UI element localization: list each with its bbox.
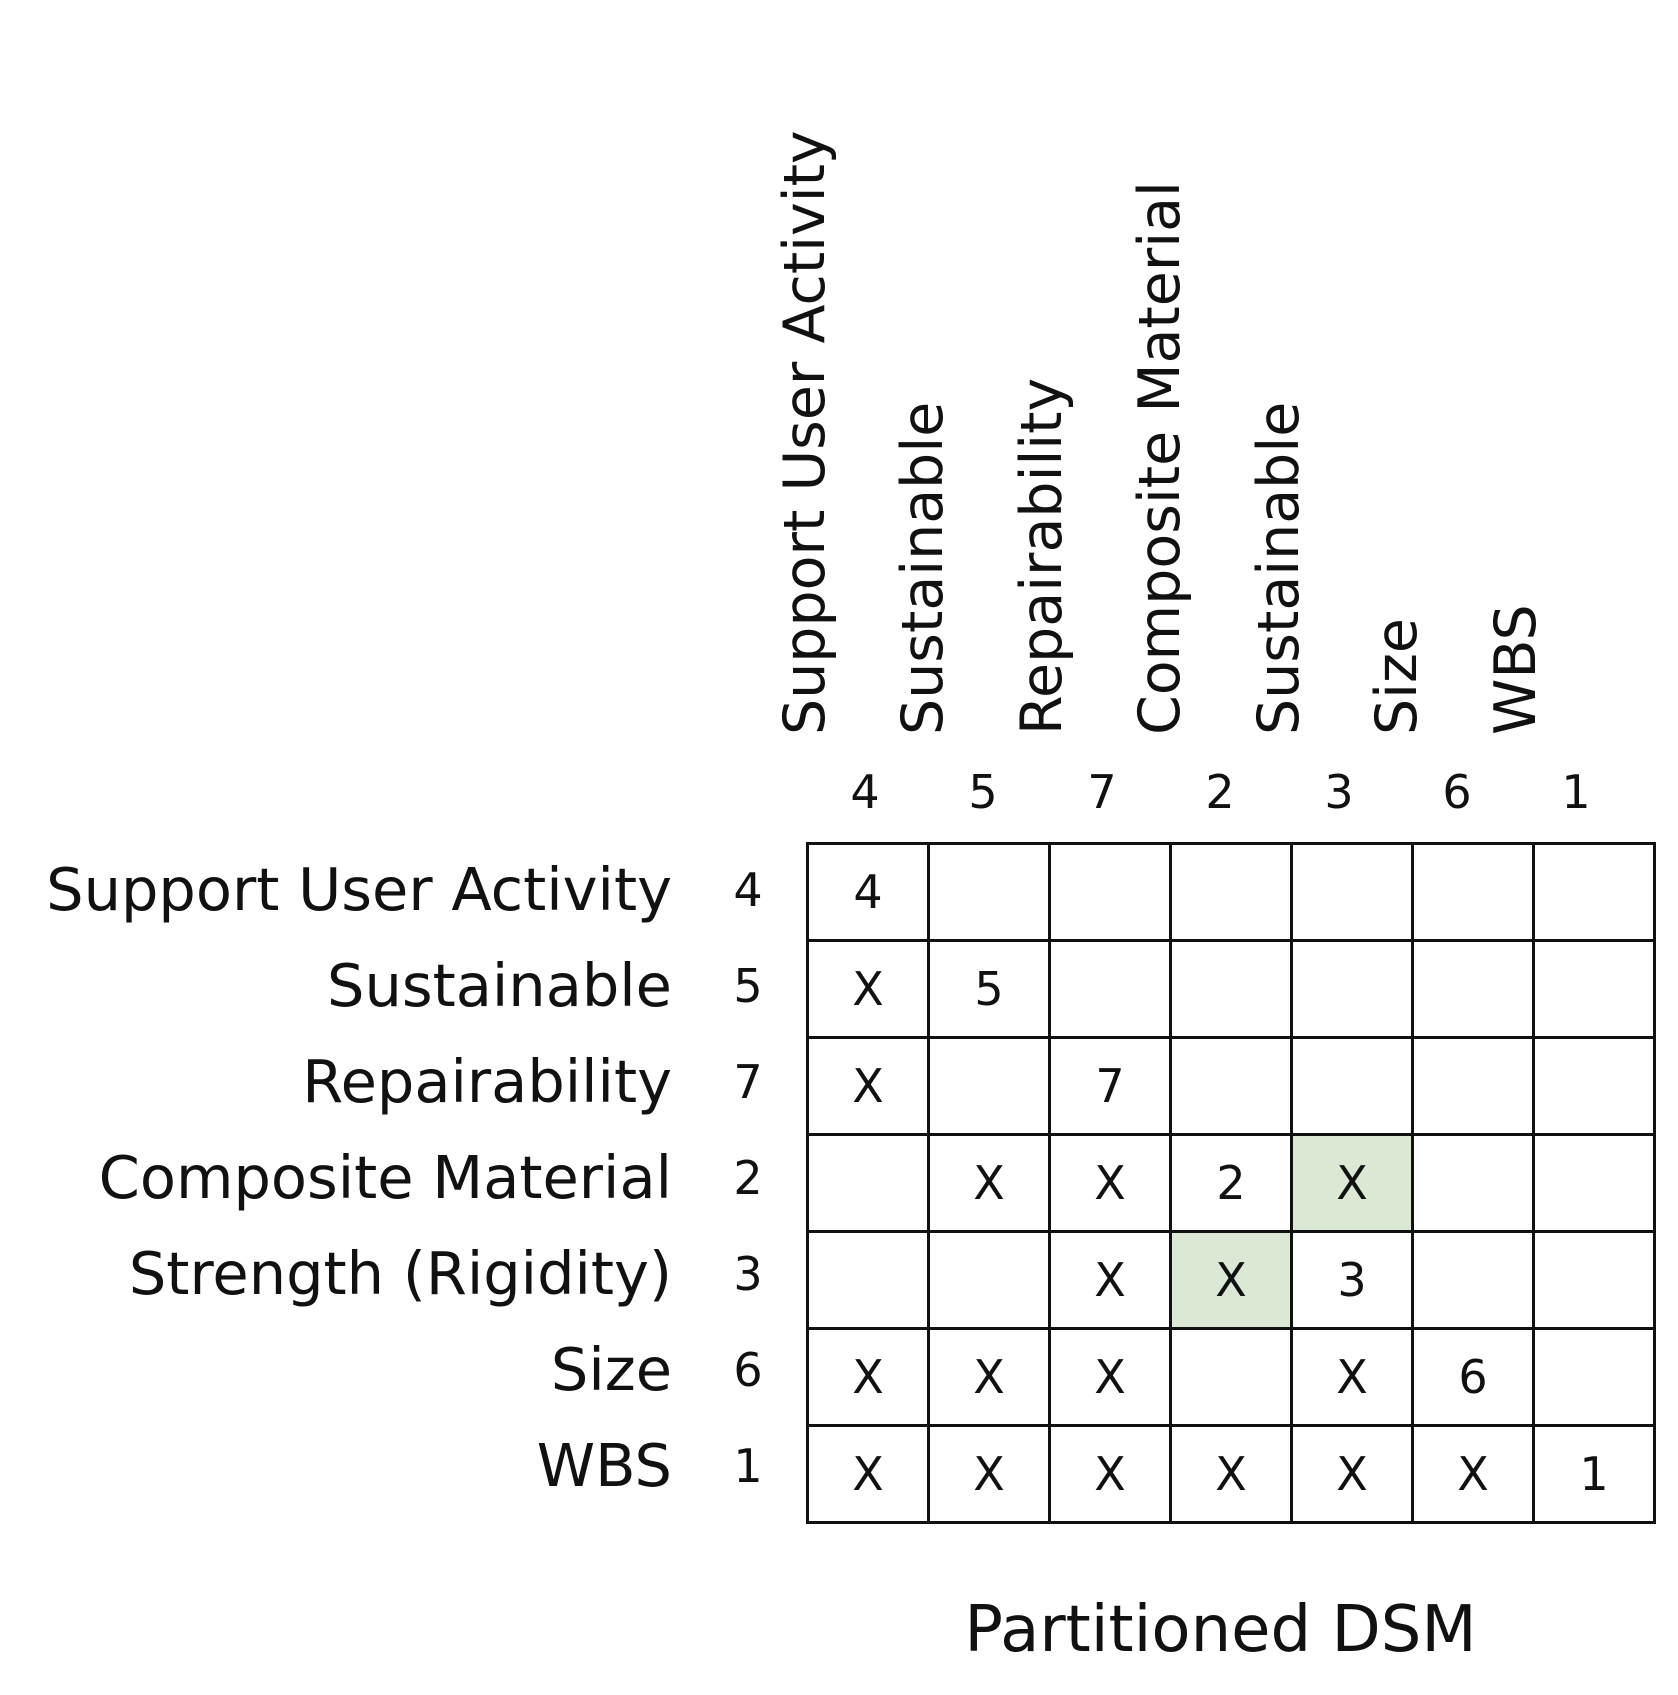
- matrix-cell: X: [1169, 1424, 1293, 1524]
- row-label: WBS: [536, 1431, 672, 1500]
- matrix-cell: X: [927, 1327, 1051, 1427]
- matrix-cell: [1532, 1133, 1656, 1233]
- column-number: 6: [1442, 765, 1472, 819]
- matrix-cell: X: [1048, 1230, 1172, 1330]
- column-label-text: Size: [1364, 617, 1430, 735]
- matrix-cell: [1411, 1230, 1535, 1330]
- matrix-diagonal-cell: 6: [1411, 1327, 1535, 1427]
- matrix-row: 4: [806, 842, 1656, 942]
- matrix-cell: X: [1411, 1424, 1535, 1524]
- matrix-cell: [927, 842, 1051, 942]
- row-label: Sustainable: [327, 951, 672, 1020]
- column-label-text: Composite Material: [1127, 181, 1193, 735]
- matrix-cell: [1169, 842, 1293, 942]
- matrix-cell: [1411, 1036, 1535, 1136]
- matrix-cell: [1290, 842, 1414, 942]
- column-label-text: Support User Activity: [772, 130, 838, 735]
- matrix-diagonal-cell: 5: [927, 939, 1051, 1039]
- matrix-cell: [1411, 1133, 1535, 1233]
- column-number: 5: [968, 765, 998, 819]
- matrix-cell: [1169, 1327, 1293, 1427]
- matrix-cell: [806, 1230, 930, 1330]
- column-label-text: Sustainable: [890, 401, 956, 735]
- matrix-cell: [1532, 1230, 1656, 1330]
- matrix-cell: X: [806, 1327, 930, 1427]
- matrix-cell: [1290, 939, 1414, 1039]
- row-label: Size: [550, 1335, 672, 1404]
- row-number: 1: [733, 1439, 763, 1493]
- row-label: Repairability: [302, 1047, 672, 1116]
- matrix-cell: [1169, 939, 1293, 1039]
- matrix-cell: X: [927, 1133, 1051, 1233]
- diagram-caption: Partitioned DSM: [964, 1593, 1477, 1667]
- row-number: 2: [733, 1151, 763, 1205]
- column-number: 2: [1205, 765, 1235, 819]
- matrix-cell: [1290, 1036, 1414, 1136]
- row-number: 6: [733, 1343, 763, 1397]
- column-label-text: WBS: [1483, 604, 1549, 735]
- column-number: 3: [1324, 765, 1354, 819]
- matrix-cell: [1532, 842, 1656, 942]
- matrix-diagonal-cell: 3: [1290, 1230, 1414, 1330]
- matrix-cell: X: [1048, 1327, 1172, 1427]
- matrix-cell: X: [1290, 1133, 1414, 1233]
- matrix-diagonal-cell: 1: [1532, 1424, 1656, 1524]
- matrix-cell: X: [1048, 1133, 1172, 1233]
- matrix-cell: X: [927, 1424, 1051, 1524]
- matrix-cell: [1169, 1036, 1293, 1136]
- row-number: 4: [733, 863, 763, 917]
- matrix-cell: X: [806, 939, 930, 1039]
- row-label: Support User Activity: [46, 855, 672, 924]
- matrix-cell: X: [806, 1036, 930, 1136]
- matrix-cell: [1532, 1036, 1656, 1136]
- matrix-cell: [1048, 842, 1172, 942]
- matrix-diagonal-cell: 4: [806, 842, 930, 942]
- matrix-cell: [1532, 939, 1656, 1039]
- column-number: 7: [1087, 765, 1117, 819]
- matrix-cell: [1411, 842, 1535, 942]
- matrix-cell: [927, 1230, 1051, 1330]
- row-number: 5: [733, 959, 763, 1013]
- matrix-cell: X: [1290, 1327, 1414, 1427]
- matrix-cell: X: [1048, 1424, 1172, 1524]
- matrix-cell: [1411, 939, 1535, 1039]
- column-label-text: Sustainable: [1246, 401, 1312, 735]
- row-label: Composite Material: [98, 1143, 672, 1212]
- matrix-cell: X: [1290, 1424, 1414, 1524]
- matrix-cell: [1532, 1327, 1656, 1427]
- matrix-cell: X: [1169, 1230, 1293, 1330]
- row-label: Strength (Rigidity): [128, 1239, 672, 1308]
- matrix-diagonal-cell: 7: [1048, 1036, 1172, 1136]
- matrix-cell: X: [806, 1424, 930, 1524]
- matrix-diagonal-cell: 2: [1169, 1133, 1293, 1233]
- column-number: 4: [850, 765, 880, 819]
- column-label-text: Repairability: [1009, 377, 1075, 735]
- row-number: 3: [733, 1247, 763, 1301]
- matrix-cell: [806, 1133, 930, 1233]
- column-number: 1: [1561, 765, 1591, 819]
- row-number: 7: [733, 1055, 763, 1109]
- matrix-cell: [927, 1036, 1051, 1136]
- matrix-cell: [1048, 939, 1172, 1039]
